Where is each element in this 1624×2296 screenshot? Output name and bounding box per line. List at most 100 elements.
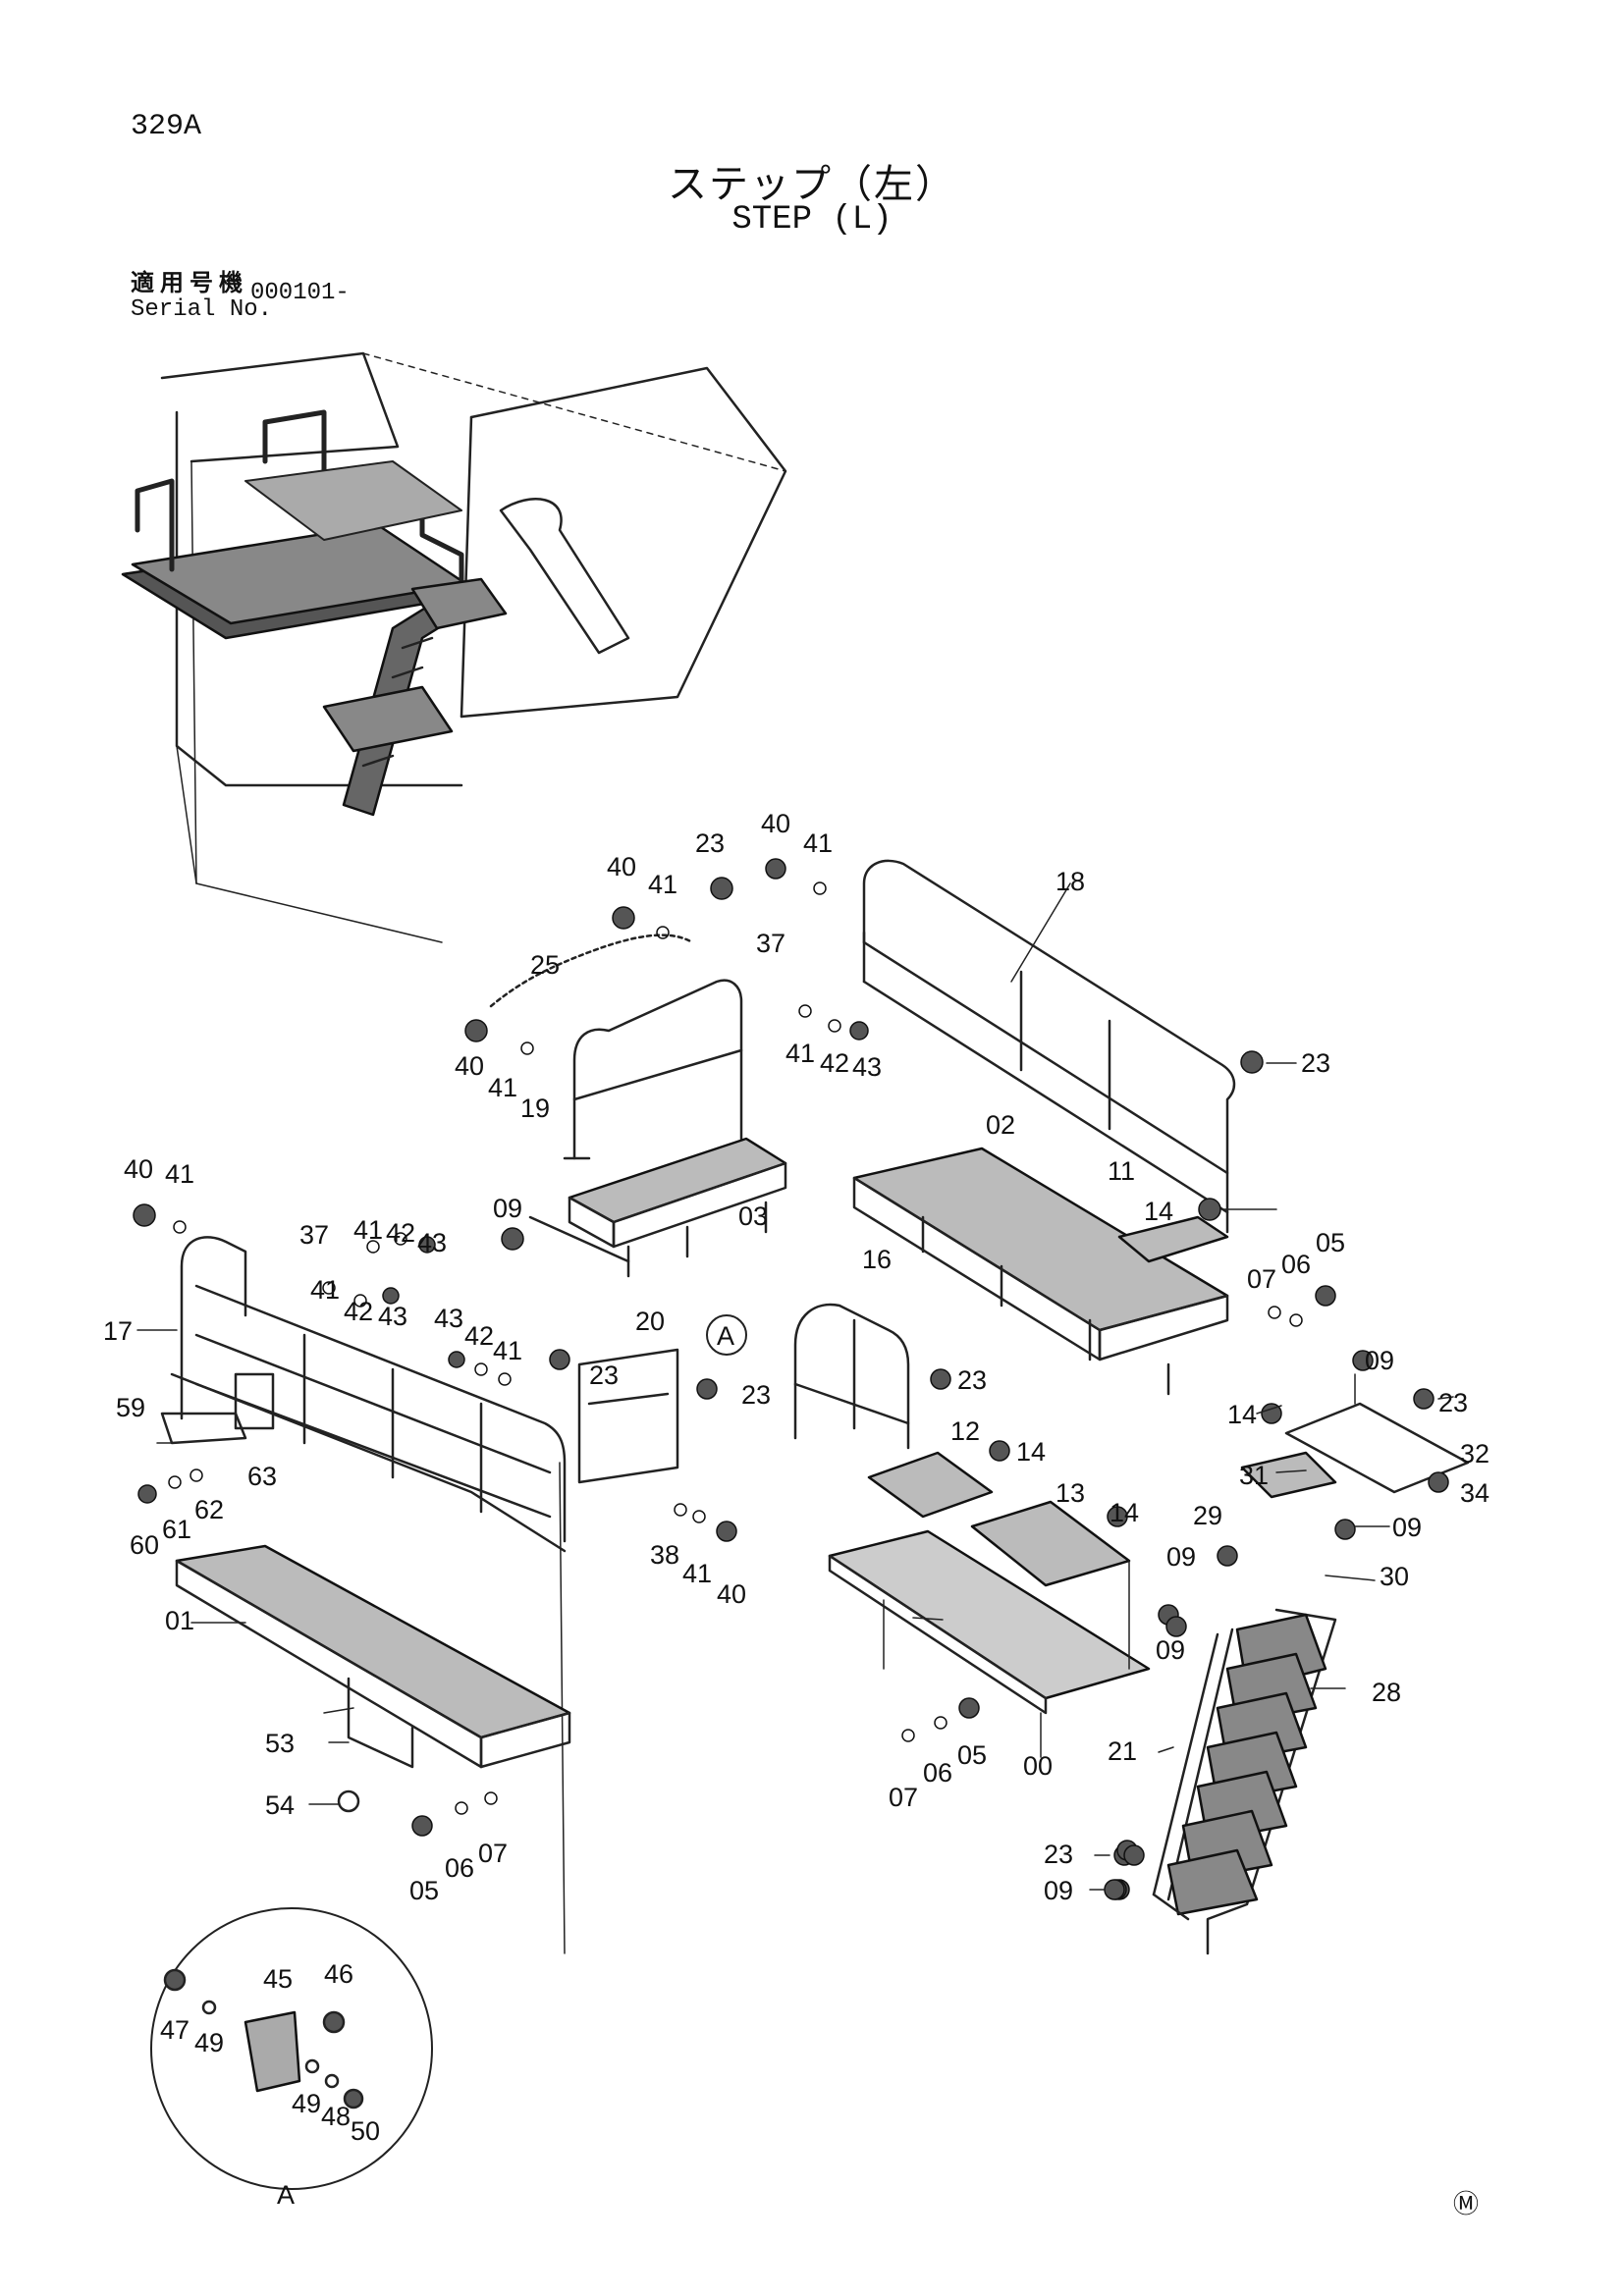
title-english: STEP (L) bbox=[731, 201, 893, 239]
callout: 01 bbox=[165, 1606, 194, 1635]
callout: 42 bbox=[344, 1297, 373, 1326]
platform-01 bbox=[175, 1544, 571, 1813]
callout: 23 bbox=[957, 1365, 987, 1395]
leader-lines bbox=[136, 882, 1454, 1891]
callout: 41 bbox=[493, 1336, 522, 1365]
callout: 06 bbox=[1281, 1250, 1311, 1279]
railing-17-assembly bbox=[160, 1236, 679, 1954]
callout: 17 bbox=[103, 1316, 133, 1346]
callout: 13 bbox=[1056, 1478, 1085, 1508]
callout: 09 bbox=[1365, 1346, 1394, 1375]
callout: 11 bbox=[1108, 1156, 1135, 1186]
callout: 41 bbox=[165, 1159, 194, 1189]
callout: 50 bbox=[351, 2116, 380, 2146]
callout: 07 bbox=[1247, 1264, 1276, 1294]
callout: 61 bbox=[162, 1515, 191, 1544]
callout: 31 bbox=[1239, 1461, 1269, 1490]
callout: 28 bbox=[1372, 1678, 1401, 1707]
callout: 41 bbox=[785, 1039, 815, 1068]
callout: 05 bbox=[957, 1740, 987, 1770]
callout: 40 bbox=[761, 809, 790, 838]
callout: 09 bbox=[1166, 1542, 1196, 1572]
callout: 38 bbox=[650, 1540, 679, 1570]
callout: 00 bbox=[1023, 1751, 1053, 1781]
callout: 49 bbox=[292, 2089, 321, 2118]
callout: 30 bbox=[1380, 1562, 1409, 1591]
callout: 06 bbox=[445, 1853, 474, 1883]
callout: 40 bbox=[124, 1154, 153, 1184]
callout: 34 bbox=[1460, 1478, 1489, 1508]
callout: 23 bbox=[1301, 1048, 1330, 1078]
serial-number-value: 000101- bbox=[250, 280, 350, 306]
callout: 09 bbox=[493, 1194, 522, 1223]
ladder-assembly bbox=[1152, 1373, 1470, 1955]
callout: 45 bbox=[263, 1964, 293, 1994]
callout: 19 bbox=[520, 1094, 550, 1123]
callout: 37 bbox=[299, 1220, 329, 1250]
callout: 62 bbox=[194, 1495, 224, 1524]
platform-02 bbox=[852, 1147, 1229, 1396]
callout: 41 bbox=[682, 1559, 712, 1588]
hardware bbox=[133, 858, 1449, 1900]
callout: 05 bbox=[1316, 1228, 1345, 1257]
callout: 14 bbox=[1110, 1498, 1139, 1527]
machine-overview bbox=[121, 351, 787, 943]
detail-a bbox=[150, 1314, 747, 2190]
callout: 05 bbox=[409, 1876, 439, 1905]
callout: 49 bbox=[194, 2028, 224, 2057]
callout: 41 bbox=[803, 828, 833, 858]
callout: 41 bbox=[648, 870, 677, 899]
serial-label-japanese: 適用号機 bbox=[131, 270, 248, 296]
callout: 29 bbox=[1193, 1501, 1222, 1530]
callout: 48 bbox=[321, 2102, 351, 2131]
callout: 23 bbox=[1044, 1840, 1073, 1869]
callout: 42 bbox=[820, 1048, 849, 1078]
callout: 12 bbox=[950, 1416, 980, 1446]
callout: 43 bbox=[378, 1302, 407, 1331]
callout: 23 bbox=[1438, 1388, 1468, 1417]
callout: 18 bbox=[1056, 867, 1085, 896]
callout: 40 bbox=[607, 852, 636, 881]
callout: 14 bbox=[1144, 1197, 1173, 1226]
callout: 63 bbox=[247, 1462, 277, 1491]
callout: 40 bbox=[717, 1579, 746, 1609]
callout: 43 bbox=[417, 1228, 447, 1257]
callout: 54 bbox=[265, 1790, 295, 1820]
callout: 14 bbox=[1016, 1437, 1046, 1467]
callout: 14 bbox=[1227, 1400, 1257, 1429]
railing-16-assembly bbox=[793, 1303, 1151, 1758]
callout: 09 bbox=[1044, 1876, 1073, 1905]
railing-18 bbox=[862, 859, 1236, 1234]
callout: 40 bbox=[455, 1051, 484, 1081]
callout: 07 bbox=[889, 1783, 918, 1812]
callout: 42 bbox=[386, 1218, 415, 1248]
callout: 41 bbox=[353, 1215, 383, 1245]
callout: 02 bbox=[986, 1110, 1015, 1140]
callout: 41 bbox=[488, 1073, 517, 1102]
callout: 16 bbox=[862, 1245, 892, 1274]
callout: 23 bbox=[695, 828, 725, 858]
title-japanese: ステップ（左） bbox=[668, 163, 956, 206]
callout: 23 bbox=[741, 1380, 771, 1410]
callout: 25 bbox=[530, 950, 560, 980]
callout: 06 bbox=[923, 1758, 952, 1788]
callout: 07 bbox=[478, 1839, 508, 1868]
callout: 41 bbox=[310, 1275, 340, 1305]
callout: 59 bbox=[116, 1393, 145, 1422]
detail-label-ref: A bbox=[717, 1321, 734, 1351]
page-number: 329A bbox=[131, 110, 202, 143]
callout: 37 bbox=[756, 929, 785, 958]
callout: 60 bbox=[130, 1530, 159, 1560]
callout: 42 bbox=[464, 1321, 494, 1351]
platform-03-assembly bbox=[489, 934, 787, 1278]
callout: 09 bbox=[1392, 1513, 1422, 1542]
callout: 43 bbox=[852, 1052, 882, 1082]
detail-label: A bbox=[277, 2180, 295, 2210]
callout: 20 bbox=[635, 1307, 665, 1336]
callout-labels: 40 41 23 40 41 18 37 25 41 42 43 40 41 1… bbox=[103, 809, 1489, 2210]
serial-label-english: Serial No. bbox=[131, 296, 273, 323]
callout: 53 bbox=[265, 1729, 295, 1758]
footer-mark: Ⓜ bbox=[1453, 2190, 1480, 2219]
callout: 23 bbox=[589, 1361, 619, 1390]
callout: 09 bbox=[1156, 1635, 1185, 1665]
